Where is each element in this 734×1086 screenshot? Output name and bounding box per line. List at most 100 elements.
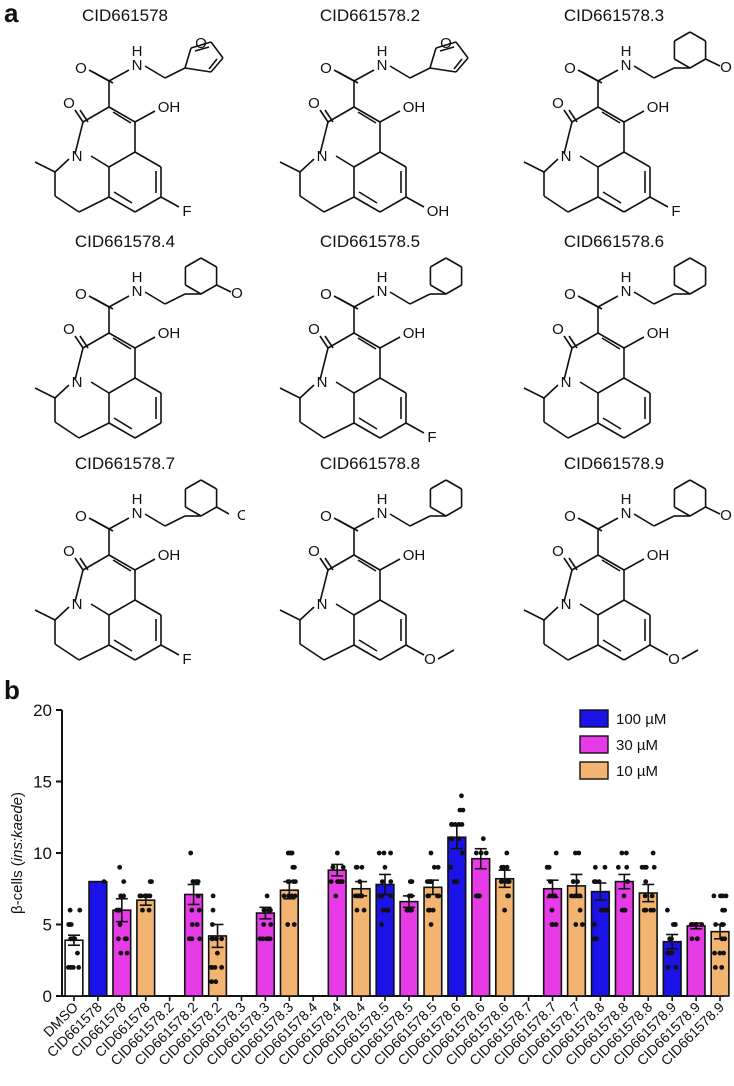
data-point xyxy=(409,879,415,884)
data-point xyxy=(209,979,214,985)
bond xyxy=(160,644,180,656)
atom-label: N xyxy=(72,148,83,165)
data-point xyxy=(428,922,434,927)
bond xyxy=(299,606,315,621)
bar xyxy=(614,880,634,997)
bond xyxy=(108,517,130,530)
data-point xyxy=(197,936,203,942)
bond xyxy=(623,196,651,213)
bond xyxy=(74,347,84,381)
bond xyxy=(674,58,691,69)
bond xyxy=(379,599,407,616)
bond xyxy=(164,67,186,79)
bond xyxy=(543,195,569,213)
atom-label: O xyxy=(231,285,243,302)
bond xyxy=(689,506,706,517)
bond xyxy=(439,46,455,52)
data-point xyxy=(380,907,386,913)
bond xyxy=(353,517,375,530)
bond xyxy=(164,515,186,527)
data-point xyxy=(67,907,73,913)
data-point xyxy=(210,893,216,899)
compound-name: CID661578.7 xyxy=(74,454,176,473)
data-point xyxy=(573,850,578,856)
data-point xyxy=(260,936,266,942)
bond xyxy=(379,422,407,439)
atom-label: H xyxy=(621,269,632,286)
atom-label: OH xyxy=(647,325,670,342)
bond xyxy=(54,421,80,439)
bond xyxy=(194,46,210,52)
bond xyxy=(543,158,559,173)
data-point xyxy=(210,936,216,942)
atom-label: H xyxy=(132,43,143,60)
bond xyxy=(623,644,651,661)
data-point xyxy=(721,950,727,956)
bond xyxy=(379,644,407,661)
bond xyxy=(653,515,675,527)
data-point xyxy=(188,850,194,856)
data-point xyxy=(264,893,270,899)
bar xyxy=(590,890,611,997)
bond xyxy=(568,109,578,123)
compound-name: CID661578 xyxy=(81,6,168,25)
data-point xyxy=(604,907,609,913)
bond xyxy=(299,384,315,399)
bar xyxy=(327,869,347,997)
data-point xyxy=(642,864,648,870)
bond xyxy=(405,644,425,656)
data-point xyxy=(483,850,489,856)
bond xyxy=(78,422,110,439)
bar xyxy=(542,887,563,997)
legend-label: 10 µM xyxy=(616,763,658,780)
bond xyxy=(379,151,407,168)
bond xyxy=(319,121,329,155)
atom-label: O xyxy=(552,95,564,112)
atom-label: N xyxy=(317,596,328,613)
atom-label: N xyxy=(72,596,83,613)
bond xyxy=(435,41,457,49)
bond xyxy=(34,161,56,173)
bond xyxy=(319,335,329,349)
bond xyxy=(208,58,218,70)
atom-label: O xyxy=(195,35,207,52)
atom-label: N xyxy=(132,57,143,74)
bond xyxy=(689,31,706,42)
data-point xyxy=(623,850,629,856)
data-point xyxy=(212,965,218,970)
data-point xyxy=(431,864,437,870)
legend-label: 100 µM xyxy=(616,711,666,728)
bond xyxy=(623,336,645,349)
bond xyxy=(353,151,381,168)
bond xyxy=(353,644,381,661)
data-point xyxy=(480,836,486,842)
bond xyxy=(74,121,84,155)
bond xyxy=(379,377,407,394)
bond xyxy=(674,506,691,517)
atom-label: N xyxy=(561,148,572,165)
atom-label: O xyxy=(308,95,320,112)
bond xyxy=(54,606,70,621)
data-point xyxy=(694,936,700,942)
compound-name: CID661578.6 xyxy=(563,232,665,251)
bond xyxy=(597,377,625,394)
data-point xyxy=(598,907,604,913)
bond xyxy=(79,557,89,571)
bond xyxy=(299,158,315,173)
bond xyxy=(108,422,136,439)
atom-label: O xyxy=(552,321,564,338)
data-point xyxy=(670,922,676,927)
atom-label: O xyxy=(308,543,320,560)
bond xyxy=(160,196,180,208)
bond xyxy=(353,422,381,439)
data-point xyxy=(579,922,585,927)
atom-label: H xyxy=(132,269,143,286)
data-point xyxy=(591,922,597,927)
data-point xyxy=(214,950,220,956)
data-point xyxy=(385,907,391,913)
